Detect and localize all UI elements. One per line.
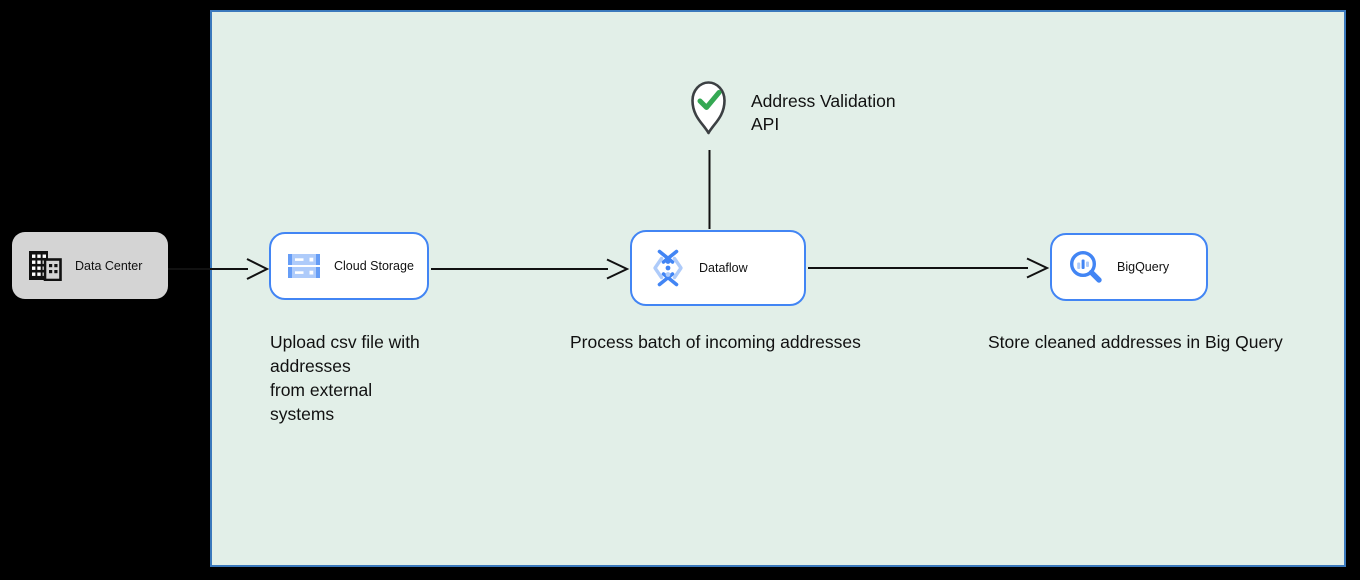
map-pin-check-icon xyxy=(691,81,726,135)
cloud-storage-icon xyxy=(288,254,320,278)
data-center-building-icon xyxy=(29,251,62,281)
node-label: Cloud Storage xyxy=(334,259,414,273)
caption-store-cleaned: Store cleaned addresses in Big Query xyxy=(988,332,1283,352)
node-dataflow[interactable]: Dataflow xyxy=(630,230,806,306)
node-label: Dataflow xyxy=(699,261,748,275)
address-validation-api-label: Address Validation API xyxy=(751,91,896,134)
dataflow-icon xyxy=(653,249,683,287)
node-bigquery[interactable]: BigQuery xyxy=(1050,233,1208,301)
bigquery-icon xyxy=(1069,250,1102,283)
node-cloud-storage[interactable]: Cloud Storage xyxy=(269,232,429,300)
node-data-center[interactable]: Data Center xyxy=(12,232,168,299)
node-label: Data Center xyxy=(75,258,143,273)
caption-process-batch: Process batch of incoming addresses xyxy=(570,332,861,352)
caption-upload-csv: Upload csv file with addresses from exte… xyxy=(270,332,420,424)
node-label: BigQuery xyxy=(1117,260,1170,274)
